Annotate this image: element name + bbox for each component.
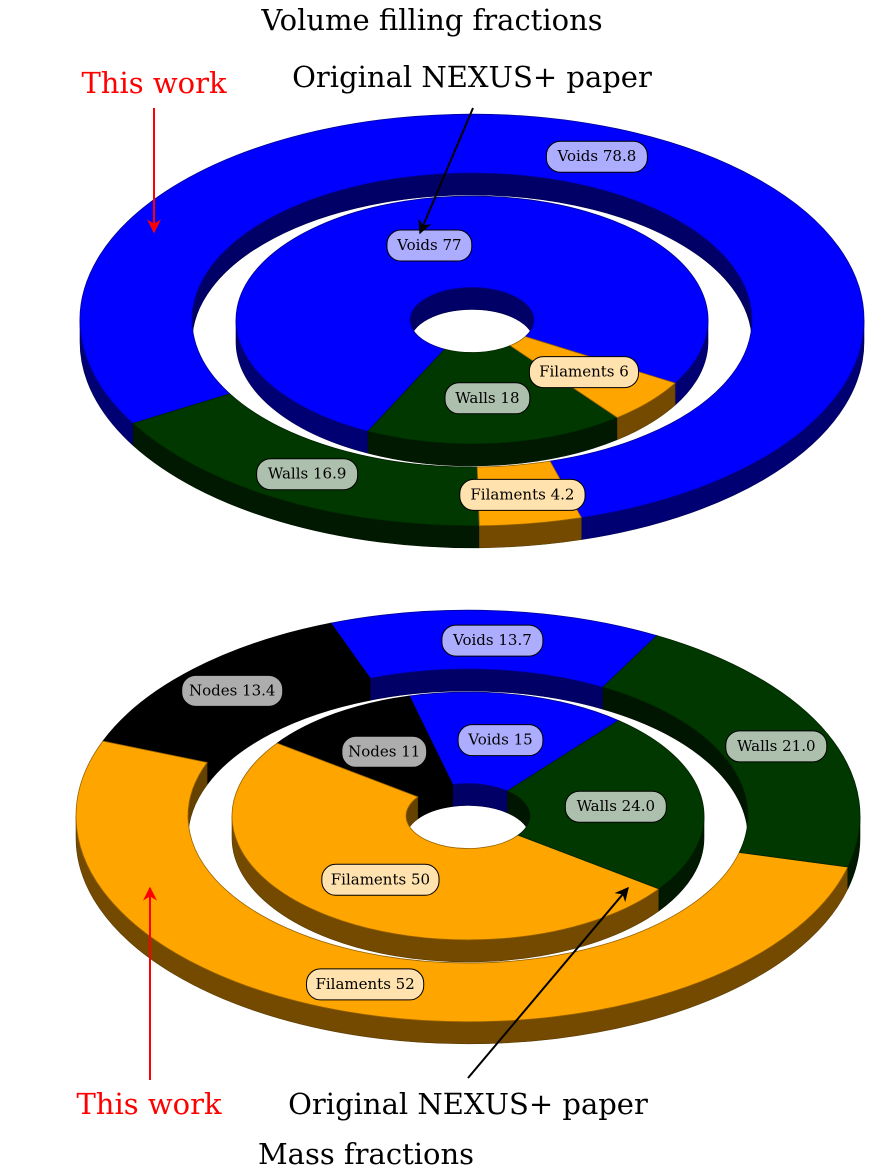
ring-inner: Voids 77 Walls 18 Filaments 6 — [235, 195, 709, 467]
data-label: Walls 24.0 — [564, 790, 667, 823]
data-label: Voids 13.7 — [441, 624, 544, 657]
data-label: Voids 15 — [457, 724, 544, 757]
nexus-label: Original NEXUS+ paper — [292, 60, 652, 94]
data-label: Filaments 4.2 — [459, 478, 586, 511]
data-label-box — [444, 382, 531, 415]
nexus-arrow — [467, 886, 629, 1079]
chart-title: Mass fractions — [258, 1137, 474, 1171]
data-label-text: Voids 78.8 — [557, 147, 637, 165]
data-label-text: Walls 18 — [455, 389, 519, 407]
data-label: Walls 21.0 — [725, 730, 828, 763]
data-label-box — [564, 790, 667, 823]
data-label: Voids 78.8 — [545, 140, 648, 173]
data-label-text: Voids 13.7 — [452, 631, 532, 649]
data-label-text: Walls 21.0 — [737, 737, 816, 755]
data-label: Filaments 6 — [528, 356, 640, 389]
data-label: Nodes 13.4 — [181, 674, 284, 707]
data-label-box — [459, 478, 586, 511]
this-work-label: This work — [81, 66, 227, 100]
nexus-arrow — [418, 107, 474, 235]
data-label: Voids 77 — [386, 229, 473, 262]
data-label-text: Voids 15 — [467, 731, 532, 749]
data-label-box — [341, 735, 428, 768]
chart-title: Volume filling fractions — [260, 3, 602, 37]
data-label-box — [725, 730, 828, 763]
data-label-box — [457, 724, 544, 757]
data-label-text: Voids 77 — [396, 236, 461, 254]
data-label-text: Filaments 52 — [315, 975, 414, 993]
data-label-text: Filaments 4.2 — [470, 485, 574, 503]
nexus-label: Original NEXUS+ paper — [288, 1087, 648, 1121]
this-work-label: This work — [76, 1087, 222, 1121]
data-label-box — [528, 356, 640, 389]
data-label-box — [441, 624, 544, 657]
data-label-text: Filaments 6 — [539, 363, 629, 381]
slice-voids — [235, 195, 709, 432]
data-label-box — [306, 968, 425, 1001]
data-label-box — [545, 140, 648, 173]
slice-voids — [79, 113, 865, 519]
data-label-box — [181, 674, 284, 707]
data-label: Filaments 50 — [321, 863, 440, 896]
data-label-box — [256, 458, 359, 491]
data-label: Walls 16.9 — [256, 458, 359, 491]
slice-filaments — [75, 740, 849, 1023]
volume-chart: Volume filling fractions Voids 78.8Walls… — [79, 3, 865, 549]
data-label-text: Nodes 13.4 — [189, 681, 276, 699]
data-label-text: Walls 16.9 — [268, 465, 347, 483]
data-label: Walls 18 — [444, 382, 531, 415]
ring-inner: Voids 15 Nodes 11 Filaments 50 Walls 24.0 — [231, 691, 705, 963]
data-label-text: Walls 24.0 — [577, 797, 656, 815]
data-label: Filaments 52 — [306, 968, 425, 1001]
data-label-box — [321, 863, 440, 896]
data-label-text: Nodes 11 — [348, 742, 420, 760]
data-label: Nodes 11 — [341, 735, 428, 768]
data-label-text: Filaments 50 — [331, 870, 430, 888]
